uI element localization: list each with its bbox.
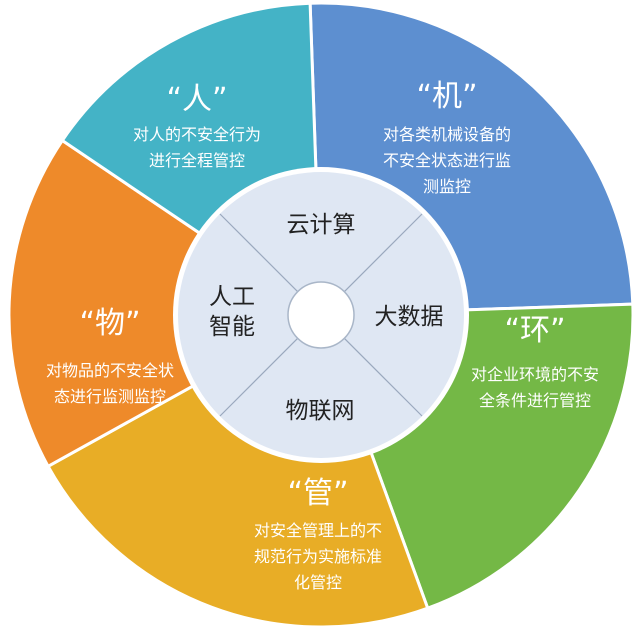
segment-machine-line-1: 对各类机械设备的 bbox=[383, 125, 511, 144]
core-label-left-line-2: 智能 bbox=[209, 314, 255, 340]
segment-material-line-1: 对物品的不安全状 bbox=[46, 361, 174, 380]
center-hub bbox=[287, 281, 355, 349]
segment-machine-line-3: 测监控 bbox=[423, 177, 471, 196]
segment-management-line-2: 规范行为实施标准 bbox=[254, 547, 382, 566]
core-label-top: 云计算 bbox=[287, 212, 356, 238]
core-label-bottom: 物联网 bbox=[286, 398, 355, 424]
core-label-right: 大数据 bbox=[375, 304, 444, 330]
segment-material-line-2: 态进行监测监控 bbox=[54, 387, 166, 406]
segment-management-title: “管” bbox=[287, 476, 348, 511]
segment-material-title: “物” bbox=[79, 306, 140, 341]
segment-people-line-2: 进行全程管控 bbox=[149, 151, 245, 170]
core-label-left-line-1: 人工 bbox=[209, 284, 255, 310]
segment-management-line-1: 对安全管理上的不 bbox=[254, 521, 382, 540]
segment-people-line-1: 对人的不安全行为 bbox=[133, 125, 261, 144]
segment-people-title: “人” bbox=[166, 82, 227, 117]
segment-management bbox=[7, 138, 324, 469]
segment-machine-title: “机” bbox=[416, 79, 477, 114]
segment-environment-line-2: 全条件进行管控 bbox=[479, 391, 591, 410]
segment-environment-line-1: 对企业环境的不安 bbox=[471, 365, 599, 384]
segment-machine-line-2: 不安全状态进行监 bbox=[383, 151, 511, 170]
segment-management-line-3: 化管控 bbox=[294, 573, 342, 592]
segment-environment-title: “环” bbox=[504, 313, 565, 348]
